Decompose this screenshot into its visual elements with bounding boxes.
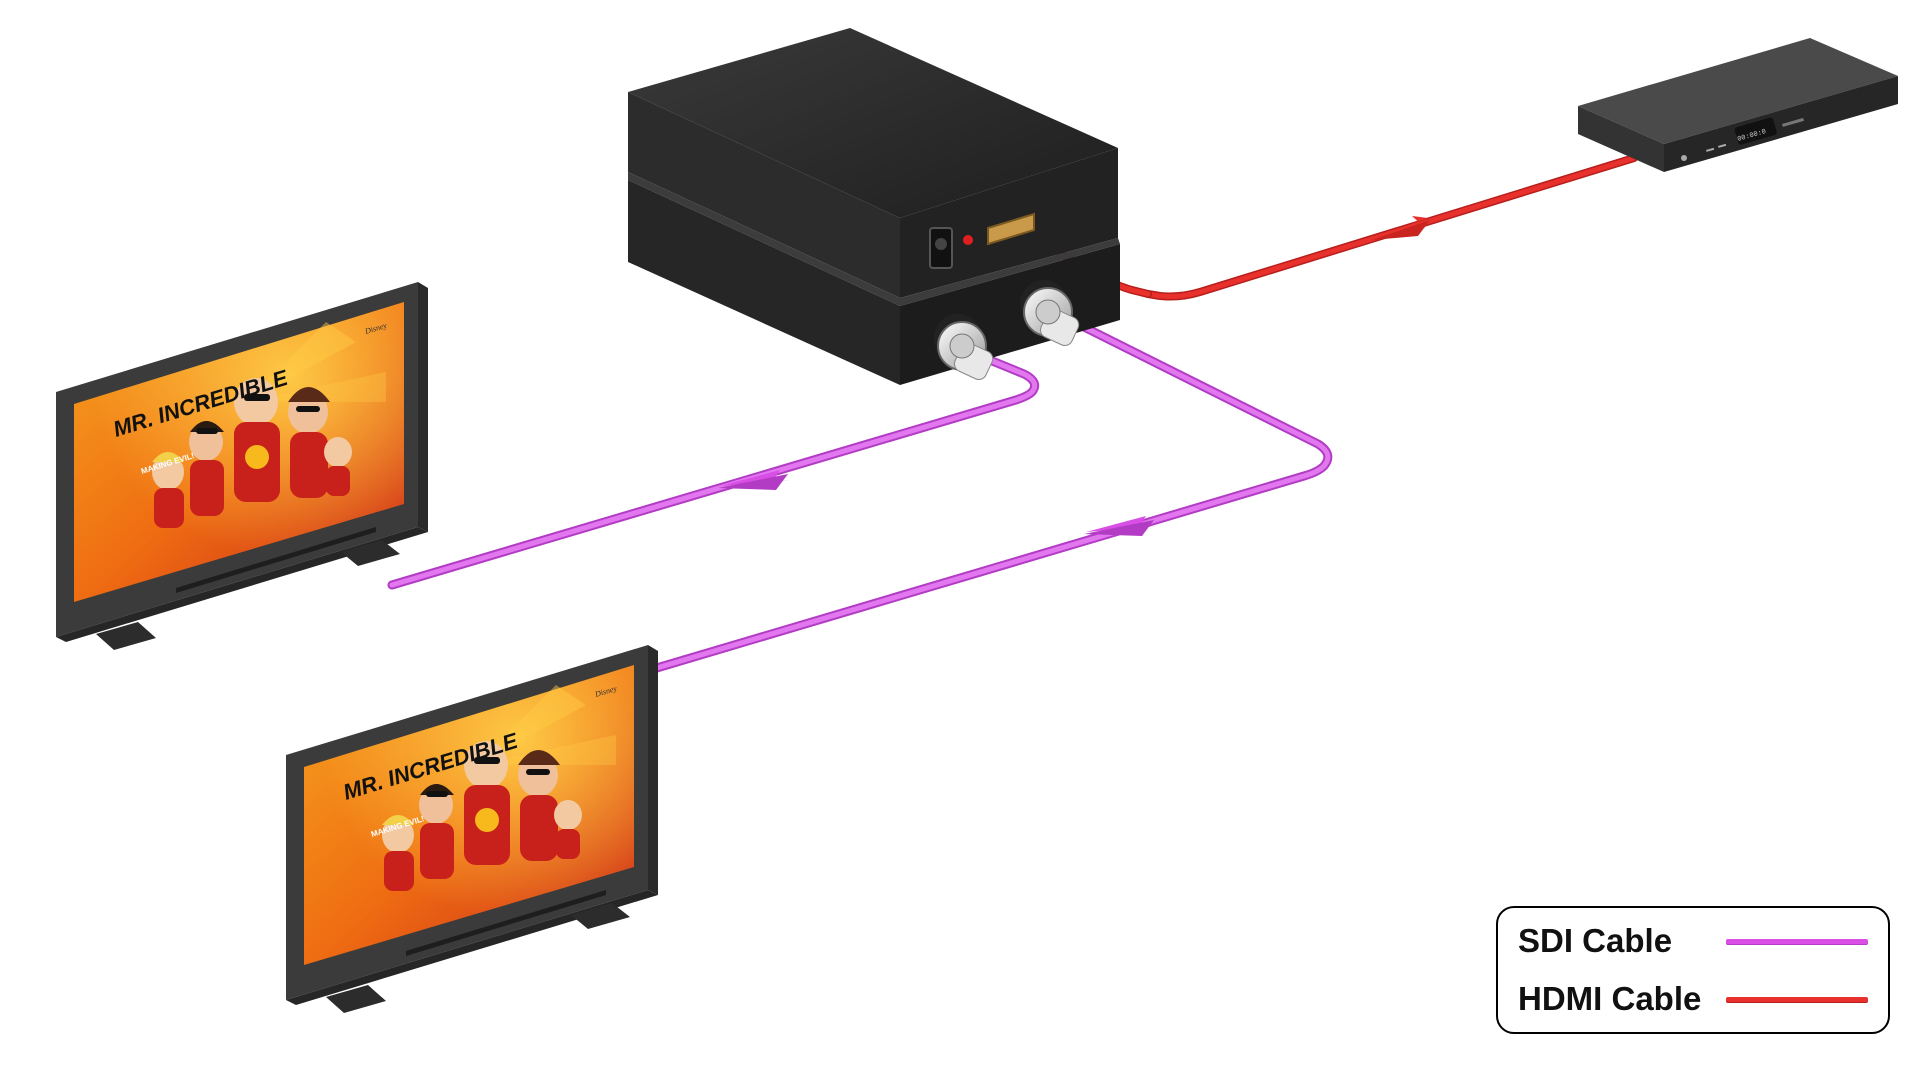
- bnc-connector-right: [1020, 280, 1080, 346]
- legend-label-sdi: SDI Cable: [1518, 922, 1673, 959]
- legend-item-sdi: SDI Cable: [1518, 922, 1868, 960]
- monitor-1: MR. INCREDIBLE MAKING EVIL! Disney: [56, 282, 428, 650]
- monitor-2: MR. INCREDIBLE MAKING EVIL! Disney: [286, 645, 658, 1013]
- legend-label-hdmi: HDMI Cable: [1518, 980, 1702, 1017]
- sdi-splitter-box-icon: [628, 28, 1120, 385]
- player-display: [1734, 117, 1777, 145]
- bnc-connector-left: [934, 314, 994, 380]
- sdi-direction-arrow-2: [1086, 516, 1156, 532]
- hdmi-media-player-icon: 00:00:0: [1578, 38, 1898, 172]
- legend-swatch-hdmi: [1726, 996, 1868, 1002]
- sdi-cable-2: [645, 315, 1333, 675]
- hdmi-port: [987, 212, 1035, 246]
- legend: SDI Cable HDMI Cable: [1496, 906, 1890, 1034]
- sdi-cable-1: [387, 351, 1040, 590]
- power-led: [963, 235, 973, 245]
- legend-swatch-sdi: [1726, 938, 1868, 944]
- legend-item-hdmi: HDMI Cable: [1518, 980, 1868, 1018]
- sdi-direction-arrow-1: [720, 470, 790, 486]
